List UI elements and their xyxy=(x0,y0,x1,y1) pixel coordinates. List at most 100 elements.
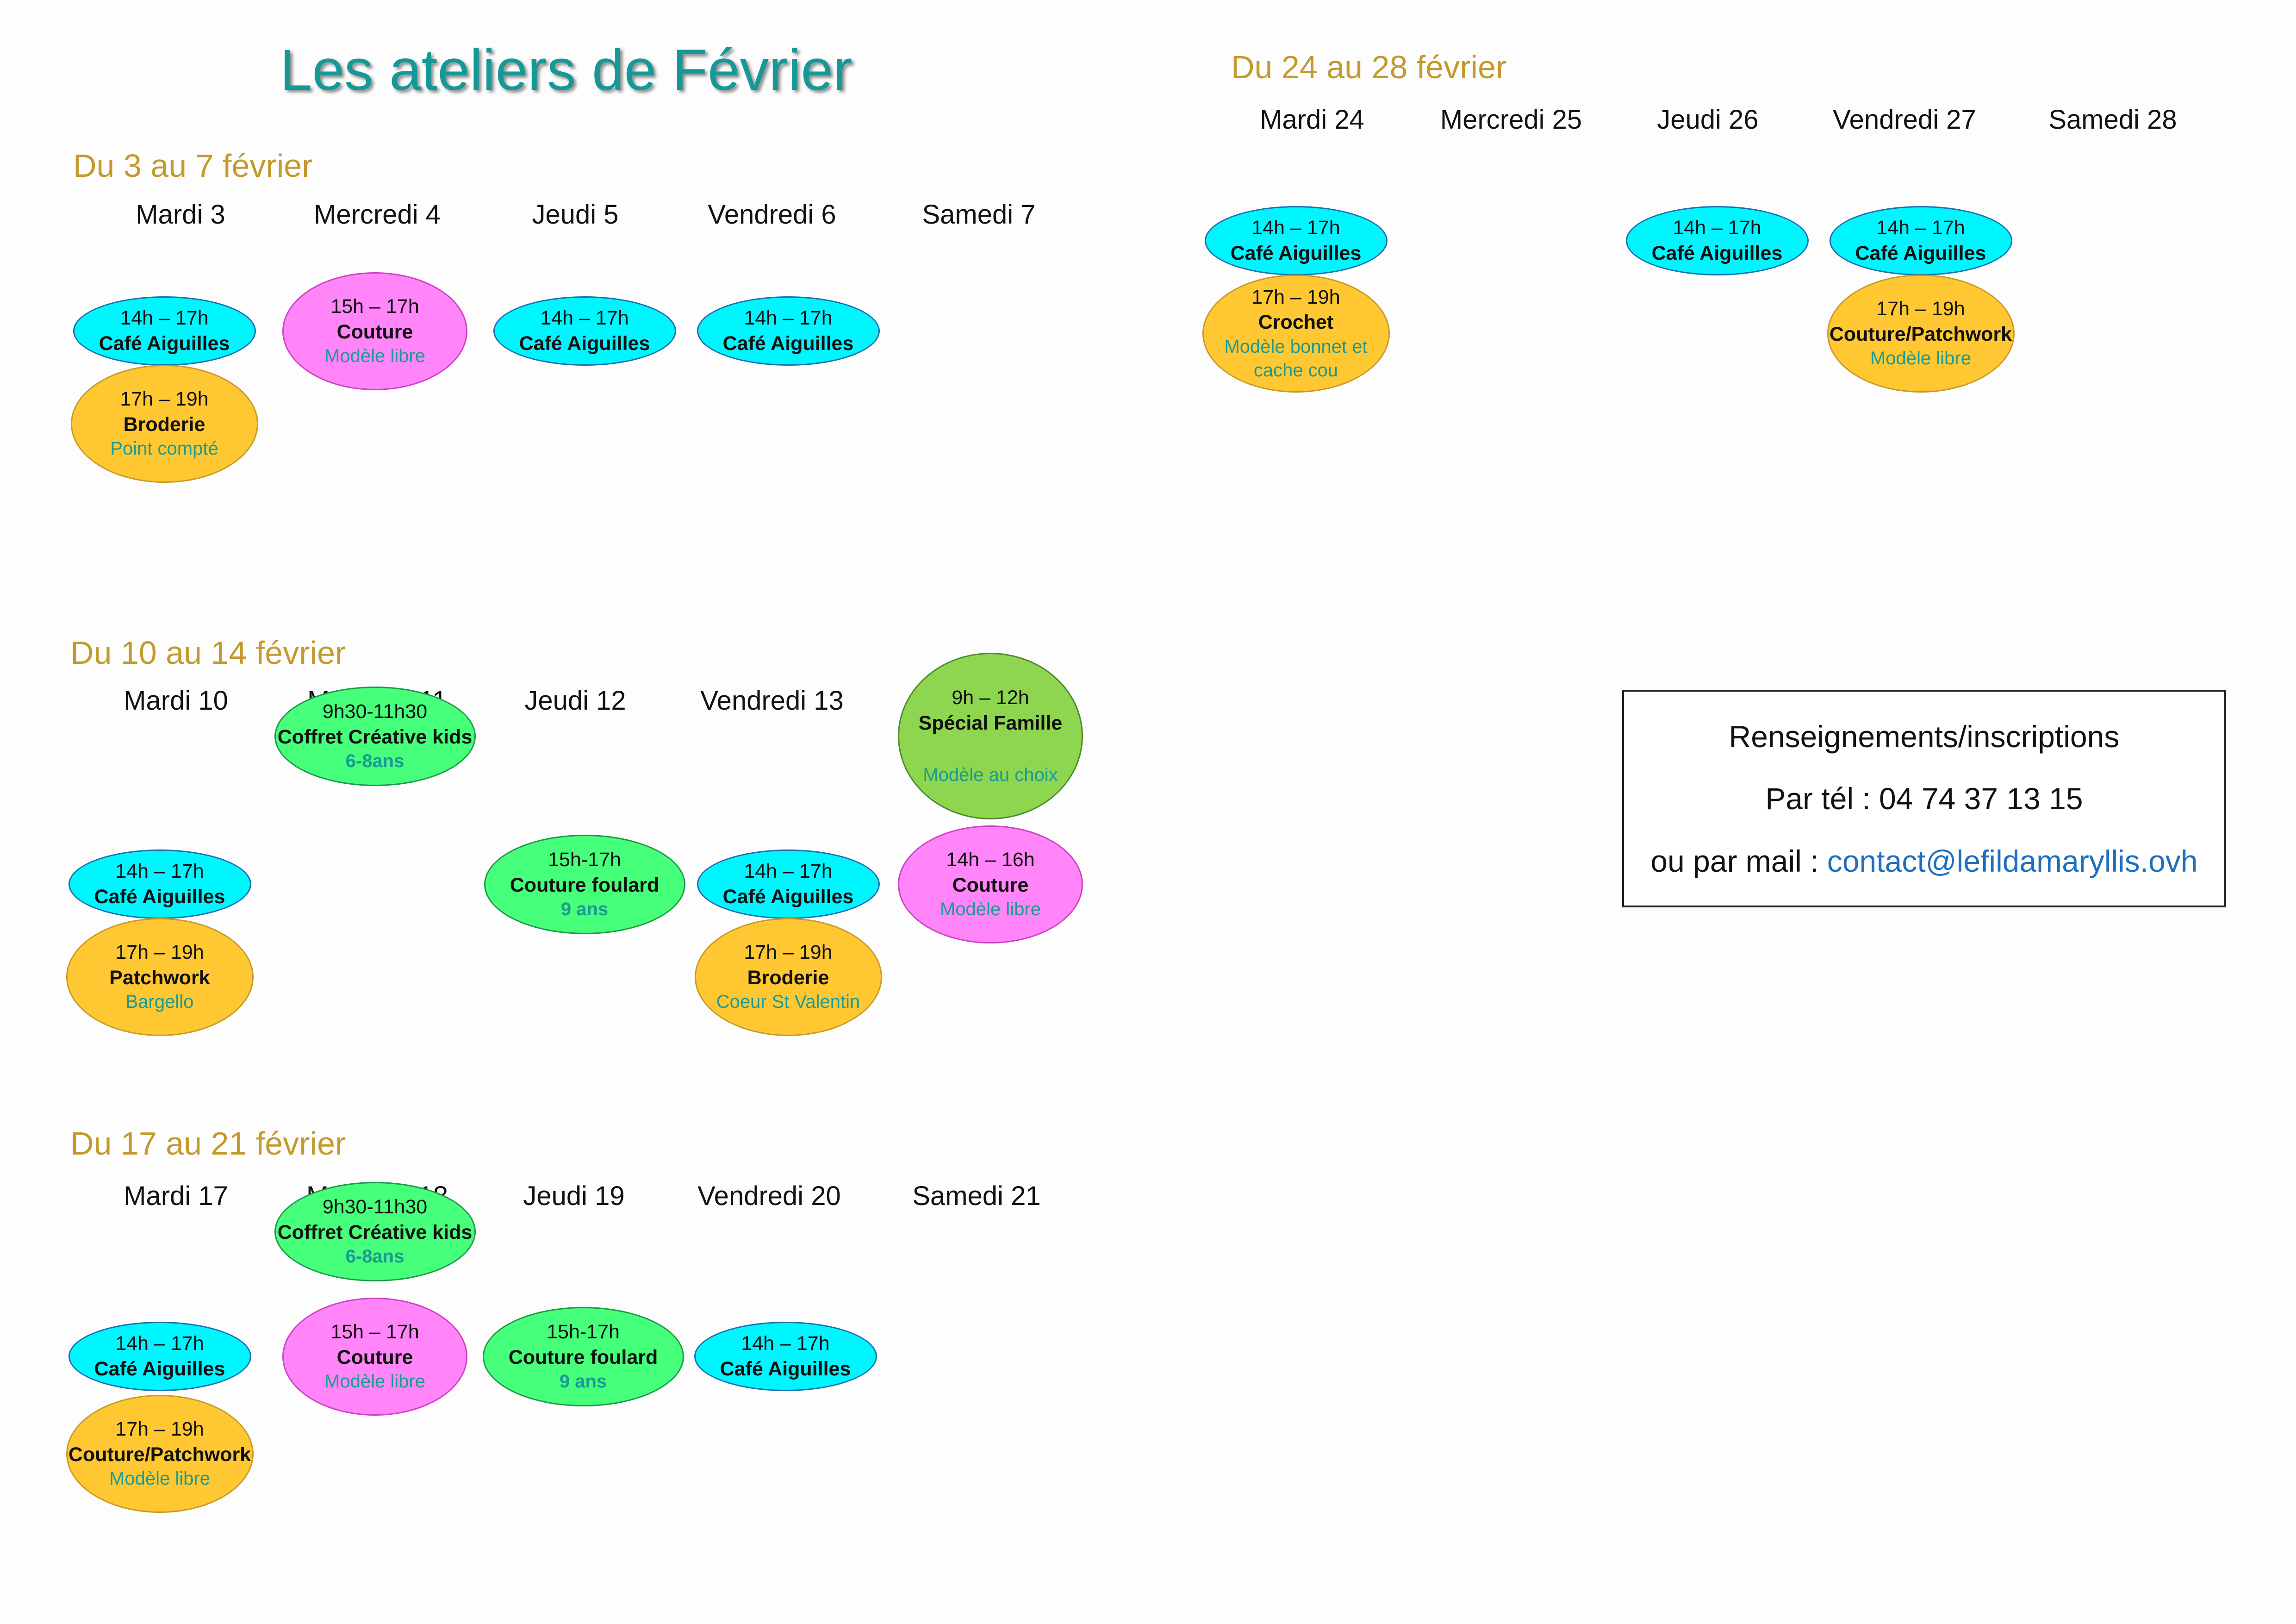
event-time: 17h – 19h xyxy=(1876,297,1965,320)
event-name: Couture foulard xyxy=(508,1346,658,1368)
contact-email-link[interactable]: contact@lefildamaryllis.ovh xyxy=(1827,843,2198,878)
week-heading: Du 3 au 7 février xyxy=(73,148,313,184)
week-heading: Du 10 au 14 février xyxy=(70,635,346,671)
event-detail: Modèle bonnet et cache cou xyxy=(1224,336,1368,381)
event-detail: Modèle libre xyxy=(324,1371,425,1392)
event-name: Café Aiguilles xyxy=(519,332,650,355)
event-detail: 9 ans xyxy=(560,899,609,920)
event-time: 15h – 17h xyxy=(330,295,419,318)
event-name: Café Aiguilles xyxy=(1651,242,1783,264)
event-time: 14h – 17h xyxy=(1673,217,1761,239)
event-time: 14h – 17h xyxy=(115,860,204,883)
contact-mail-line: ou par mail : contact@lefildamaryllis.ov… xyxy=(1650,843,2197,879)
event-name: Coffret Créative kids xyxy=(277,725,473,748)
day-label: Mardi 24 xyxy=(1260,105,1364,135)
contact-box: Renseignements/inscriptions Par tél : 04… xyxy=(1622,690,2226,907)
event-name: Café Aiguilles xyxy=(722,332,854,355)
event-name: Café Aiguilles xyxy=(94,1358,225,1380)
week-heading: Du 24 au 28 février xyxy=(1231,49,1507,85)
event-time: 9h – 12h xyxy=(952,686,1029,709)
event-time: 14h – 16h xyxy=(946,848,1035,871)
event-name: Café Aiguilles xyxy=(1230,242,1362,264)
event-name: Couture/Patchwork xyxy=(1829,323,2012,345)
event-detail: Modèle libre xyxy=(109,1468,210,1489)
event-detail: Bargello xyxy=(125,992,194,1012)
event-name: Spécial Famille xyxy=(918,712,1063,734)
event-name: Café Aiguilles xyxy=(722,886,854,908)
day-label: Mardi 3 xyxy=(136,200,225,230)
day-label: Vendredi 13 xyxy=(700,686,844,716)
day-label: Vendredi 27 xyxy=(1833,105,1976,135)
event-name: Couture xyxy=(336,1346,413,1368)
day-label: Samedi 7 xyxy=(922,200,1036,230)
event-time: 15h-17h xyxy=(548,848,621,871)
event-time: 14h – 17h xyxy=(120,307,209,330)
contact-phone: Par tél : 04 74 37 13 15 xyxy=(1765,781,2083,816)
event-name: Coffret Créative kids xyxy=(277,1221,473,1243)
day-label: Jeudi 26 xyxy=(1657,105,1759,135)
day-label: Vendredi 6 xyxy=(708,200,836,230)
event-name: Couture xyxy=(336,320,413,343)
event-name: Café Aiguilles xyxy=(99,332,230,355)
event-time: 9h30-11h30 xyxy=(322,700,428,723)
event-time: 17h – 19h xyxy=(115,1418,204,1440)
event-name: Broderie xyxy=(123,413,205,436)
event-name: Couture foulard xyxy=(510,874,660,896)
event-name: Café Aiguilles xyxy=(94,886,225,908)
event-name: Broderie xyxy=(747,966,829,989)
day-label: Jeudi 5 xyxy=(532,200,619,230)
event-time: 9h30-11h30 xyxy=(322,1195,428,1218)
event-detail: Modèle au choix xyxy=(923,765,1058,786)
event-time: 17h – 19h xyxy=(1251,286,1340,308)
event-name: Café Aiguilles xyxy=(720,1358,851,1380)
day-label: Jeudi 12 xyxy=(524,686,626,716)
event-time: 14h – 17h xyxy=(744,307,833,330)
day-label: Mardi 17 xyxy=(124,1181,228,1211)
event-name: Café Aiguilles xyxy=(1855,242,1986,264)
event-time: 14h – 17h xyxy=(1876,217,1965,239)
event-time: 17h – 19h xyxy=(744,941,833,963)
day-label: Mardi 10 xyxy=(124,686,228,716)
event-time: 15h – 17h xyxy=(330,1320,419,1343)
day-label: Jeudi 19 xyxy=(523,1181,625,1211)
contact-mail-prefix: ou par mail : xyxy=(1650,843,1827,878)
event-time: 14h – 17h xyxy=(540,307,629,330)
event-detail: 6-8ans xyxy=(345,1246,404,1267)
event-time: 15h-17h xyxy=(547,1320,620,1343)
event-name: Crochet xyxy=(1258,311,1334,334)
event-time: 14h – 17h xyxy=(115,1332,204,1355)
event-detail: 6-8ans xyxy=(345,751,404,772)
event-time: 14h – 17h xyxy=(1251,217,1340,239)
week-heading: Du 17 au 21 février xyxy=(70,1125,346,1162)
event-detail: Modèle libre xyxy=(940,899,1041,920)
day-label: Mercredi 25 xyxy=(1440,105,1582,135)
day-label: Mercredi 4 xyxy=(314,200,441,230)
event-detail: Coeur St Valentin xyxy=(716,992,860,1012)
event-detail: Point compté xyxy=(110,438,218,459)
